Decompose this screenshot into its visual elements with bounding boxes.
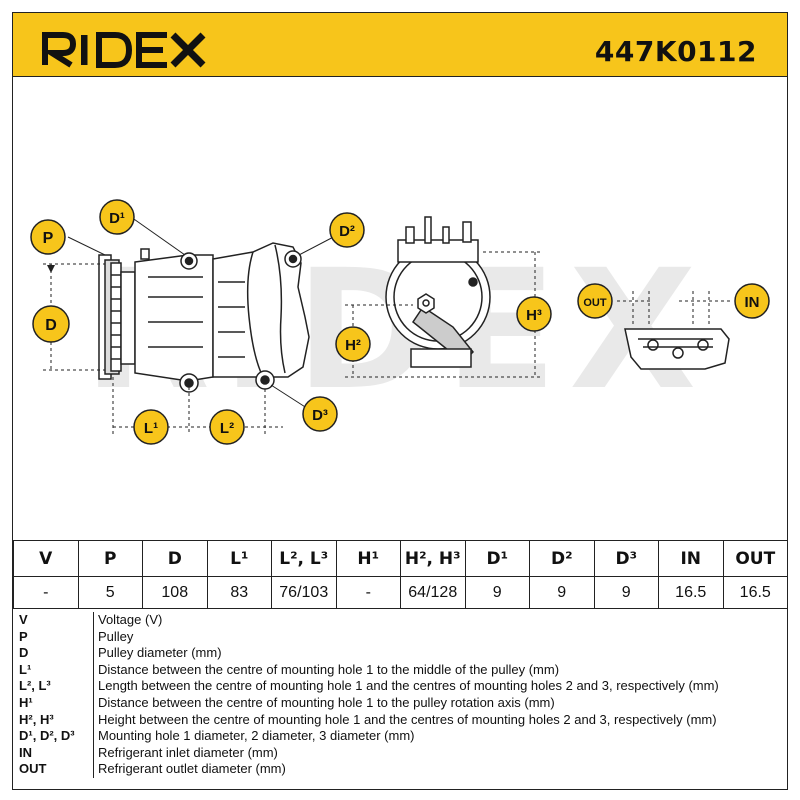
compressor-front-view <box>385 216 491 368</box>
callout-D2: D² <box>329 212 365 248</box>
spec-value: - <box>13 576 79 609</box>
legend-desc: Distance between the centre of mounting … <box>98 694 555 710</box>
callout-P: P <box>30 219 66 255</box>
spec-value: 5 <box>77 576 143 609</box>
spec-value: 9 <box>593 576 659 609</box>
legend-desc: Pulley <box>98 628 134 644</box>
svg-text:D¹: D¹ <box>109 210 125 227</box>
spec-header: OUT <box>722 540 788 577</box>
callout-D: D <box>32 305 70 343</box>
spec-header: IN <box>658 540 724 577</box>
svg-text:L¹: L¹ <box>144 420 158 437</box>
svg-text:P: P <box>43 230 54 247</box>
legend-desc: Pulley diameter (mm) <box>98 645 222 661</box>
spec-value: 83 <box>206 576 272 609</box>
svg-text:D²: D² <box>339 223 355 240</box>
callout-H2: H² <box>335 326 371 362</box>
spec-header: P <box>77 540 143 577</box>
spec-value: 64/128 <box>400 576 466 609</box>
legend-key: D <box>13 645 94 662</box>
spec-value: 16.5 <box>658 576 724 609</box>
legend-desc: Mounting hole 1 diameter, 2 diameter, 3 … <box>98 728 415 744</box>
ridex-logo <box>41 32 206 68</box>
spec-value: 76/103 <box>271 576 337 609</box>
legend-desc: Height between the centre of mounting ho… <box>98 711 717 727</box>
legend-desc: Voltage (V) <box>98 612 163 627</box>
spec-value: 9 <box>464 576 530 609</box>
legend-key: IN <box>13 744 94 762</box>
legend-key: P <box>13 628 94 646</box>
legend-key: OUT <box>13 761 94 778</box>
legend-key: D¹, D², D³ <box>13 728 94 745</box>
svg-text:L²: L² <box>220 420 234 437</box>
spec-header-row: V P D L¹ L², L³ H¹ H², H³ D¹ D² D³ IN OU… <box>13 540 788 577</box>
compressor-drawing: RIDEX <box>30 199 770 445</box>
legend-desc: Refrigerant inlet diameter (mm) <box>98 744 278 760</box>
spec-header: D² <box>529 540 595 577</box>
svg-text:OUT: OUT <box>583 297 607 309</box>
spec-header: V <box>13 540 79 577</box>
callout-L2: L² <box>209 409 245 445</box>
part-number: 447K0112 <box>594 35 757 68</box>
callout-D3: D³ <box>302 396 338 432</box>
spec-header: H¹ <box>335 540 401 577</box>
svg-text:D: D <box>45 317 57 334</box>
svg-text:H²: H² <box>345 337 361 354</box>
spec-value: 16.5 <box>722 576 788 609</box>
legend-row: V Voltage (V) <box>13 612 788 629</box>
page-frame <box>12 12 788 790</box>
connector-plate <box>624 328 730 370</box>
svg-text:IN: IN <box>745 294 760 311</box>
spec-header: D <box>142 540 208 577</box>
spec-header: D¹ <box>464 540 530 577</box>
callout-D1: D¹ <box>99 199 135 235</box>
legend-desc: Distance between the centre of mounting … <box>98 661 560 677</box>
legend-key: H¹ <box>13 694 94 712</box>
legend-key: L¹ <box>13 661 94 679</box>
spec-value: 108 <box>142 576 208 609</box>
spec-header: L², L³ <box>271 540 337 577</box>
spec-header: L¹ <box>206 540 272 577</box>
spec-header: D³ <box>593 540 659 577</box>
spec-header: H², H³ <box>400 540 466 577</box>
callout-OUT: OUT <box>577 283 613 319</box>
legend-key: L², L³ <box>13 678 94 695</box>
compressor-side-view <box>98 242 310 393</box>
callout-H3: H³ <box>516 296 552 332</box>
legend-desc: Length between the centre of mounting ho… <box>98 678 719 694</box>
spec-value: 9 <box>529 576 595 609</box>
spec-value-row: - 5 108 83 76/103 - 64/128 9 9 9 16.5 16… <box>13 576 788 609</box>
callout-IN: IN <box>734 283 770 319</box>
spec-value: - <box>335 576 401 609</box>
svg-text:D³: D³ <box>312 407 328 424</box>
header-bar: 447K0112 <box>13 13 787 77</box>
callout-L1: L¹ <box>133 409 169 445</box>
legend-key: H², H³ <box>13 711 94 729</box>
svg-text:H³: H³ <box>526 307 542 324</box>
legend-desc: Refrigerant outlet diameter (mm) <box>98 761 286 777</box>
spec-table: V P D L¹ L², L³ H¹ H², H³ D¹ D² D³ IN OU… <box>13 540 788 609</box>
legend-key: V <box>13 612 94 629</box>
